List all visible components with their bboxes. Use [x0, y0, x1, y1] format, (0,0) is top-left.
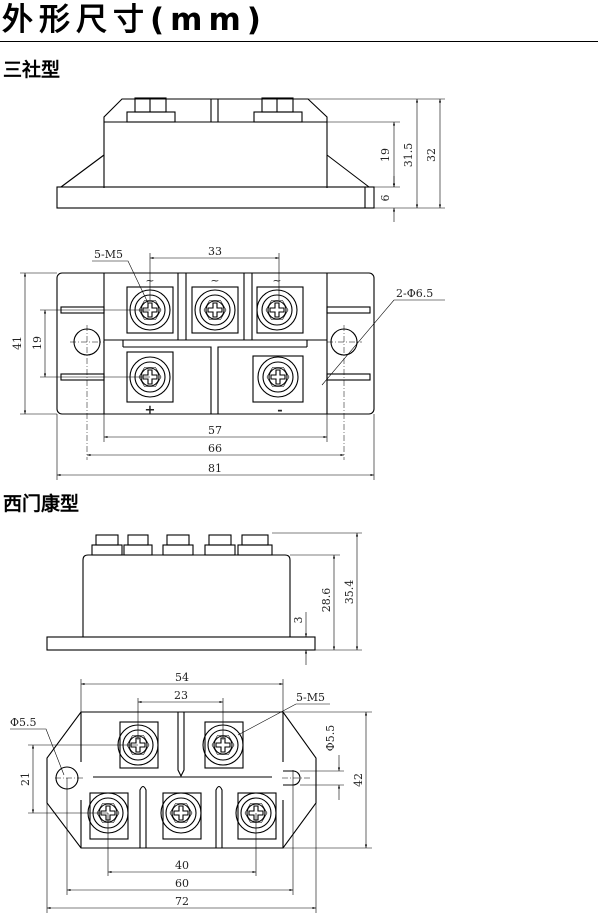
dim-66: 66: [208, 442, 222, 455]
dim-41: 41: [11, 336, 24, 350]
dim-40: 40: [175, 859, 189, 872]
hole-label-left: Φ5.5: [10, 716, 37, 729]
section-title-sansha: 三社型: [3, 59, 61, 81]
terminal-mark-minus: -: [277, 403, 282, 418]
semikron-top-view: 54 23 5-M5 Φ5.5 Φ5.5 21 42 40 60 72: [10, 671, 372, 913]
dim-42: 42: [352, 773, 365, 787]
section-title-semikron: 西门康型: [3, 493, 80, 515]
dim-54: 54: [175, 671, 189, 684]
dim-19: 19: [379, 148, 392, 162]
dim-35-4: 35.4: [343, 580, 356, 605]
dim-81: 81: [208, 462, 222, 475]
dim-28-6: 28.6: [320, 588, 333, 613]
terminal-mark-ac2: ~: [210, 274, 219, 287]
hole-label: 2-Φ6.5: [396, 287, 433, 300]
title-divider: [0, 41, 598, 42]
dim-32: 32: [425, 148, 438, 162]
dim-21: 21: [19, 772, 32, 786]
dim-60: 60: [175, 877, 189, 890]
sansha-side-view: 19 31.5 32 6: [56, 97, 445, 222]
dim-3: 3: [292, 617, 305, 624]
dim-23: 23: [174, 689, 188, 702]
dim-72: 72: [175, 895, 189, 908]
hole-label-right: Φ5.5: [324, 725, 337, 752]
page-title: 外形尺寸(mm): [2, 2, 267, 38]
dim-6: 6: [379, 195, 392, 202]
dim-31-5: 31.5: [402, 143, 415, 168]
sansha-top-view: ~ ~ ~ + - 33 5-M5 2-Φ6.5 57 66 81 41 19: [11, 245, 445, 480]
terminal-mark-plus: +: [145, 403, 156, 418]
terminal-mark-ac3: ~: [272, 274, 281, 287]
dim-33: 33: [208, 245, 222, 258]
dim-19-pitch: 19: [31, 336, 44, 350]
screw-label-semikron: 5-M5: [296, 691, 325, 704]
screw-label: 5-M5: [94, 248, 123, 261]
semikron-side-view: 28.6 35.4 3: [46, 532, 362, 665]
dim-57: 57: [208, 424, 222, 437]
